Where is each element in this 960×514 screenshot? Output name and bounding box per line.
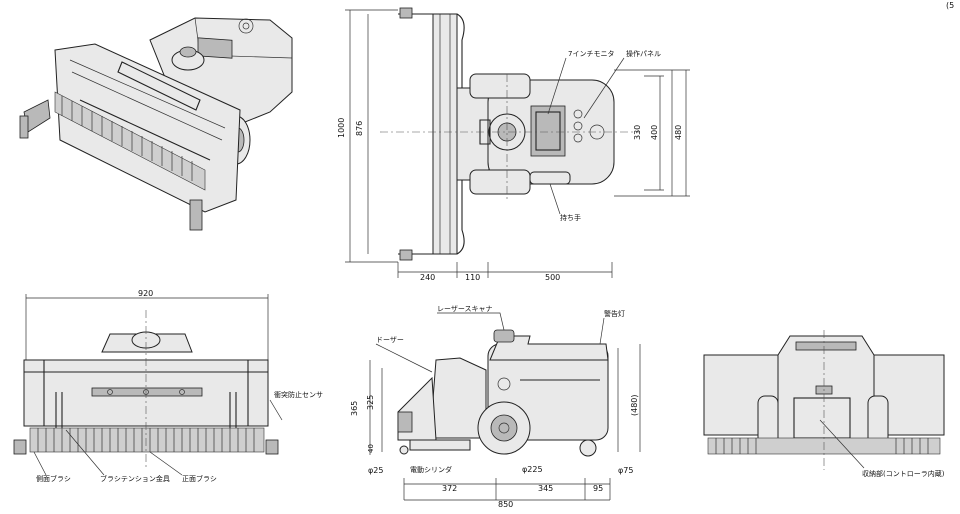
dim-500: 500 bbox=[545, 273, 560, 282]
label-side-brush: 側面ブラシ bbox=[36, 474, 71, 483]
dim-110: 110 bbox=[465, 273, 480, 282]
dim-95: 95 bbox=[593, 484, 603, 493]
label-laser: レーザースキャナ bbox=[437, 305, 493, 313]
label-storage: 収納部(コントローラ内蔵) bbox=[862, 469, 945, 478]
dim-372: 372 bbox=[442, 484, 457, 493]
label-brush-tension: ブラシテンション金具 bbox=[100, 474, 170, 483]
dim-40: 40 bbox=[367, 444, 375, 453]
dim-920: 920 bbox=[138, 289, 153, 298]
dim-480p: (480) bbox=[630, 394, 639, 416]
label-monitor: 7インチモニタ bbox=[568, 49, 614, 58]
dim-850: 850 bbox=[498, 500, 513, 509]
dim-330: 330 bbox=[633, 125, 642, 140]
side-view bbox=[369, 329, 641, 501]
dim-total-height: 1000 bbox=[337, 118, 346, 138]
dim-325: 325 bbox=[366, 395, 375, 410]
corner-mark: (5 bbox=[946, 1, 954, 10]
label-dozer: ドーザー bbox=[376, 336, 404, 344]
top-view bbox=[345, 7, 690, 278]
rear-view bbox=[703, 330, 945, 470]
label-warning-light: 警告灯 bbox=[604, 309, 625, 318]
dim-480: 480 bbox=[674, 125, 683, 140]
dim-phi75: φ75 bbox=[618, 466, 633, 475]
dim-400: 400 bbox=[650, 125, 659, 140]
isometric-view bbox=[19, 17, 293, 231]
label-collision-sensor: 衝突防止センサ bbox=[274, 390, 323, 399]
dim-phi225: φ225 bbox=[522, 465, 543, 474]
dim-365: 365 bbox=[350, 401, 359, 416]
dim-240: 240 bbox=[420, 273, 435, 282]
label-handle: 持ち手 bbox=[560, 213, 581, 222]
label-front-brush: 正面ブラシ bbox=[182, 474, 217, 483]
dim-dozer-inner: 876 bbox=[355, 121, 364, 136]
label-panel: 操作パネル bbox=[626, 49, 661, 58]
dim-345: 345 bbox=[538, 484, 553, 493]
front-view bbox=[13, 294, 283, 470]
label-cylinder: 電動シリンダ bbox=[410, 465, 452, 474]
dim-phi25: φ25 bbox=[368, 466, 383, 475]
